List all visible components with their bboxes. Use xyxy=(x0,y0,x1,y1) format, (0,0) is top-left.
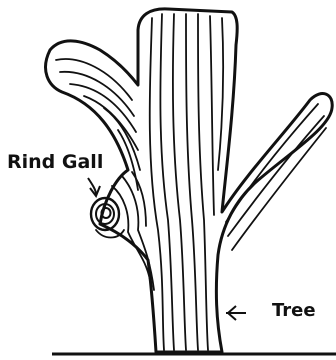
tree-label: Tree xyxy=(272,302,316,320)
rind-gall-label: Rind Gall xyxy=(7,153,103,172)
